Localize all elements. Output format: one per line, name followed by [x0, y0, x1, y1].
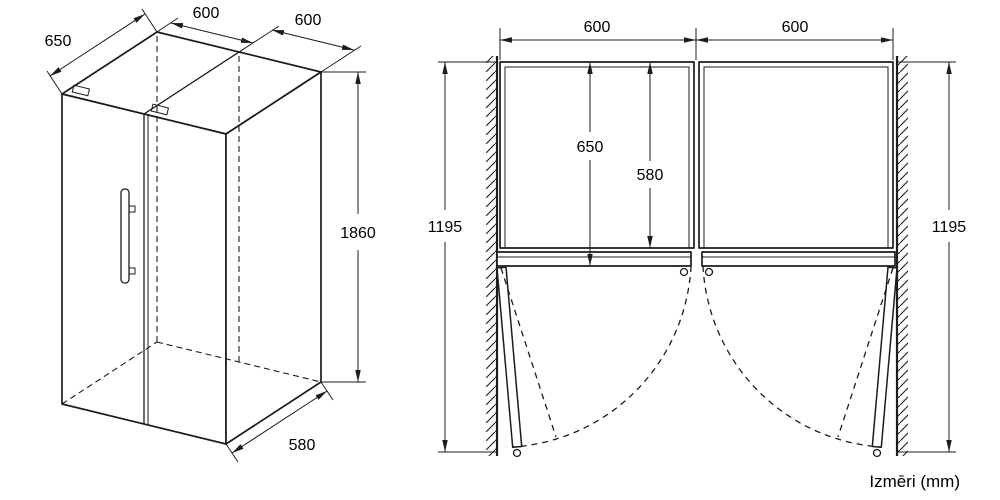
iso-view: 650 600 600 1860 580: [45, 5, 376, 463]
iso-dim-height: 1860: [321, 71, 376, 383]
plan-cabinet-right: [698, 61, 894, 249]
plan-dim-width-left-label: 600: [584, 19, 611, 36]
units-caption: Izmēri (mm): [869, 472, 960, 491]
plan-left-wall: [486, 56, 499, 456]
plan-door-left-open: [496, 266, 557, 458]
plan-dim-width-right-label: 600: [782, 19, 809, 36]
plan-dim-depth-cabinet: 580: [637, 62, 664, 248]
iso-dim-height-label: 1860: [340, 225, 376, 242]
iso-dim-depth-bottom: 580: [225, 381, 334, 463]
plan-dim-clearance-left: 1195: [428, 61, 497, 453]
plan-dim-depth-with-door-label: 650: [577, 139, 604, 156]
plan-dim-clearance-right-label: 1195: [932, 219, 967, 236]
plan-swing-arc-left: [512, 265, 692, 448]
iso-right-face: [225, 71, 322, 445]
iso-dim-width-right: 600: [271, 12, 362, 73]
plan-dim-clearance-right: 1195: [897, 61, 967, 453]
plan-door-right-handle: [704, 267, 714, 277]
plan-door-left-closed: [496, 251, 692, 277]
plan-door-right-closed: [701, 251, 896, 277]
plan-cabinet-left: [499, 61, 695, 249]
iso-door-handle: [120, 188, 136, 284]
plan-door-left-handle: [679, 267, 689, 277]
plan-dim-depth-with-door: 650: [577, 62, 604, 266]
iso-dim-depth-bottom-label: 580: [289, 437, 316, 454]
plan-view: 600 600 650 580 1195 1: [428, 19, 967, 458]
plan-door-right-open: [837, 266, 898, 458]
iso-hidden-edges: [61, 36, 322, 405]
iso-dim-width-right-label: 600: [295, 12, 322, 29]
plan-dim-clearance-left-label: 1195: [428, 219, 463, 236]
iso-dim-width-left: 600: [143, 5, 280, 115]
iso-dim-depth-top-label: 650: [45, 33, 72, 50]
plan-dim-widths: 600 600: [499, 19, 894, 60]
iso-dim-depth-top: 650: [45, 8, 158, 95]
plan-swing-arc-right: [702, 265, 882, 448]
iso-hinge-marks: [71, 84, 170, 116]
plan-dim-depth-cabinet-label: 580: [637, 167, 664, 184]
plan-right-wall: [895, 56, 908, 456]
iso-dim-width-left-label: 600: [193, 5, 220, 22]
